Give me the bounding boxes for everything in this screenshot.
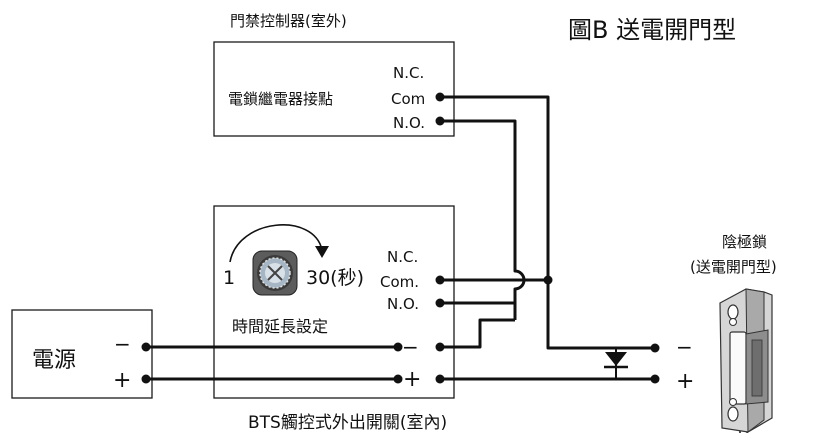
timer-min-label: 1 [223, 267, 235, 289]
controller-box [213, 41, 455, 137]
lock-plus-label: + [676, 369, 694, 394]
controller-com-label: Com [391, 90, 425, 108]
power-minus-label: − [114, 332, 131, 356]
bts-plus-label: + [403, 367, 421, 392]
rotation-arrow-icon [229, 224, 329, 263]
power-label: 電源 [32, 348, 76, 373]
power-plus-terminal [141, 374, 151, 384]
relay-label: 電鎖繼電器接點 [228, 90, 333, 108]
bts-com-label: Com. [380, 273, 419, 291]
lock-title: 陰極鎖 [722, 233, 767, 251]
lock-minus-label: − [676, 335, 693, 359]
wiring [146, 95, 655, 381]
controller-com-terminal [435, 92, 445, 102]
bts-minus-out-terminal [435, 342, 445, 352]
com-junction [543, 275, 553, 285]
diode-icon [604, 348, 628, 379]
timer-setting-label: 時間延長設定 [232, 317, 328, 336]
controller-no-label: N.O. [393, 114, 425, 132]
power-box [11, 309, 153, 399]
controller-nc-label: N.C. [393, 64, 424, 82]
power-minus-terminal [141, 342, 151, 352]
bts-plus-out-terminal [435, 374, 445, 384]
bts-plus-in-terminal [393, 374, 403, 384]
timer-max-label: 30(秒) [306, 267, 364, 289]
bts-minus-label: − [402, 335, 419, 359]
power-plus-label: + [113, 368, 131, 393]
timer-knob-icon [252, 250, 298, 296]
bts-box [213, 205, 455, 399]
bts-no-terminal [435, 298, 445, 308]
controller-no-terminal [435, 116, 445, 126]
controller-title: 門禁控制器(室外) [230, 12, 347, 30]
lock-plus-terminal [650, 374, 660, 384]
bts-caption: BTS觸控式外出開關(室內) [248, 413, 447, 433]
figure-title: 圖B 送電開門型 [568, 16, 736, 44]
terminal-dots [141, 92, 660, 384]
bts-nc-label: N.C. [387, 248, 418, 266]
lock-minus-terminal [650, 343, 660, 353]
electric-strike-icon [719, 288, 773, 433]
lock-subtitle: (送電開門型) [690, 258, 777, 276]
bts-no-label: N.O. [387, 295, 419, 313]
bts-minus-in-terminal [393, 342, 403, 352]
bts-com-terminal [435, 275, 445, 285]
